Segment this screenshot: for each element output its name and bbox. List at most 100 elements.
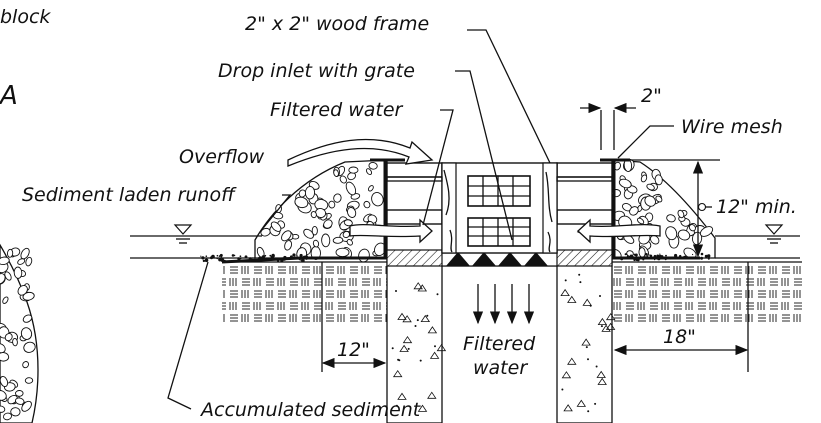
stone (4, 333, 13, 342)
stone (345, 181, 357, 196)
stone (7, 248, 14, 258)
stone (371, 192, 384, 207)
label-accumulated-sediment: Accumulated sediment (199, 399, 422, 421)
stone (346, 239, 353, 246)
stone (618, 178, 632, 189)
stone (321, 233, 331, 248)
runoff-flow-arrow-left (349, 218, 433, 244)
stone (333, 193, 342, 203)
dimension-12in (321, 262, 387, 372)
stone (654, 174, 663, 186)
stone (365, 168, 373, 175)
stone (666, 214, 676, 223)
stone (650, 235, 660, 245)
stone (0, 405, 6, 413)
stone (310, 211, 317, 219)
stone (665, 226, 678, 241)
runoff-flow-arrow-right (577, 218, 661, 244)
dimension-2in (580, 102, 636, 150)
grate-bars (446, 252, 548, 266)
stone (629, 206, 639, 216)
label-block: block (0, 6, 51, 28)
label-wood-frame: 2" x 2" wood frame (245, 13, 429, 35)
stone (0, 261, 9, 274)
stone (0, 273, 6, 285)
dimension-12in-min (630, 159, 720, 258)
stone (332, 236, 344, 244)
stone (646, 183, 655, 191)
label-dim-18in: 18" (663, 326, 696, 348)
label-wire-mesh: Wire mesh (681, 116, 783, 138)
stone (12, 337, 18, 347)
stone (644, 195, 656, 207)
stone (0, 256, 10, 266)
stone (22, 361, 29, 369)
stone (13, 266, 23, 279)
leader-lines (167, 29, 712, 410)
stone (368, 162, 378, 170)
stone (638, 247, 646, 258)
stone (22, 314, 33, 323)
stone (25, 256, 33, 267)
stone (367, 185, 374, 192)
stone (346, 207, 357, 218)
stone (347, 172, 357, 181)
label-section-a: A (0, 81, 18, 111)
inlet-wall-left (386, 257, 443, 423)
stone (343, 219, 353, 227)
subgrade-left (222, 262, 387, 322)
label-filtered-water-top: Filtered water (270, 99, 404, 121)
stone (2, 296, 9, 304)
stone (328, 200, 336, 209)
label-min-12in: 12" min. (716, 196, 797, 218)
overflow-arrow (287, 138, 434, 167)
label-dim-2in: 2" (641, 85, 662, 107)
stone (323, 219, 333, 229)
label-dim-12in: 12" (337, 339, 370, 361)
stone (22, 291, 35, 301)
stone (348, 166, 359, 174)
label-overflow: Overflow (179, 146, 265, 168)
subgrade-right (612, 262, 802, 322)
stone (0, 375, 9, 388)
stone (281, 230, 292, 242)
stone (3, 412, 12, 421)
stone (270, 221, 282, 232)
stone (23, 341, 36, 353)
berm-stones-left (256, 162, 386, 263)
stone (284, 240, 293, 251)
label-sediment-runoff: Sediment laden runoff (22, 184, 237, 206)
concrete-aggregate-marks (391, 273, 616, 413)
filtered-water-arrows (472, 284, 535, 325)
inlet-wall-right (556, 257, 613, 423)
stone (10, 407, 21, 417)
stone (0, 343, 6, 354)
wire-mesh-left (221, 160, 387, 264)
stone (0, 390, 7, 401)
stone (20, 327, 33, 340)
stone (24, 377, 34, 384)
left-block-stones (0, 247, 36, 421)
dimension-18in (613, 262, 749, 372)
stone (342, 230, 350, 239)
stone (335, 247, 350, 258)
stone (655, 195, 663, 203)
stone (304, 185, 316, 200)
stone (311, 225, 318, 236)
stone (363, 200, 371, 209)
stone (14, 397, 25, 405)
stone (312, 239, 320, 248)
stone (17, 258, 26, 265)
drop-inlet-grate (467, 175, 531, 247)
water-level-symbol-right (764, 224, 784, 235)
wire-mesh-right (612, 160, 700, 260)
stone (637, 217, 645, 225)
label-drop-inlet: Drop inlet with grate (218, 60, 415, 82)
stone (315, 208, 327, 218)
stone (15, 390, 24, 397)
stone (640, 174, 648, 183)
water-level-symbol-left (173, 224, 193, 235)
label-water: water (473, 357, 528, 379)
